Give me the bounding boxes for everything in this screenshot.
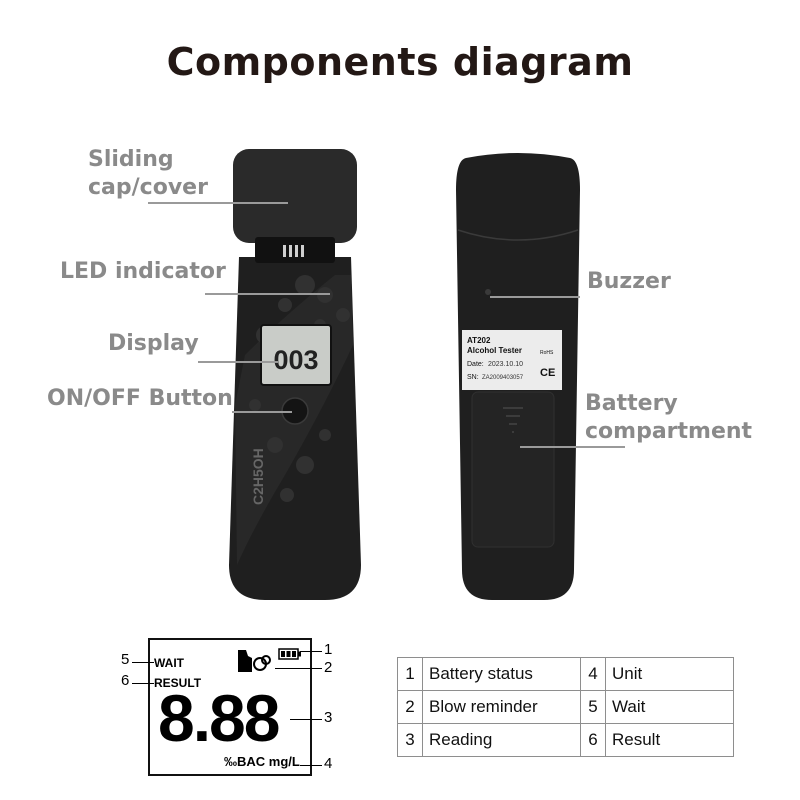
callout-buzzer: Buzzer	[587, 269, 671, 294]
label-3: 3	[324, 709, 333, 726]
label-2: 2	[324, 659, 333, 676]
battery-cover	[471, 391, 555, 548]
label-6: 6	[121, 672, 130, 689]
table-row: 2 Blow reminder 5 Wait	[397, 690, 734, 724]
callout-display: Display	[108, 331, 199, 356]
svg-text:2023.10.10: 2023.10.10	[488, 361, 523, 368]
lcd-segment-diagram: WAIT RESULT 8.88 ‰BAC mg/L	[148, 638, 312, 776]
callout-sliding-cap: Sliding cap/cover	[88, 147, 208, 200]
page-title: Components diagram	[166, 40, 634, 84]
product-label	[462, 330, 562, 390]
leader-led-indicator	[205, 293, 330, 295]
sliding-cap	[233, 149, 357, 243]
svg-text:CE: CE	[540, 367, 555, 379]
lcd-result: RESULT	[154, 676, 202, 690]
buzzer-hole	[485, 289, 491, 295]
lcd-reading: 003	[273, 345, 318, 375]
leader-buzzer	[490, 296, 580, 298]
table-row: 3 Reading 6 Result	[397, 723, 734, 757]
svg-text:ZA2009403057: ZA2009403057	[482, 375, 524, 381]
label-5: 5	[121, 651, 130, 668]
blow-reminder-icon	[238, 650, 271, 672]
breathalyzer-back: AT202 Alcohol Tester Date: 2023.10.10 SN…	[456, 153, 580, 600]
callout-battery-compartment: Battery compartment	[585, 391, 753, 444]
label-4: 4	[324, 755, 333, 772]
lcd-wait: WAIT	[154, 656, 184, 670]
breathalyzer-front: 003 C2H5OH	[229, 149, 361, 600]
svg-text:AT202: AT202	[467, 336, 491, 345]
leader-sliding-cap	[148, 202, 288, 204]
label-1: 1	[324, 641, 333, 658]
svg-text:Alcohol Tester: Alcohol Tester	[467, 346, 522, 355]
leader-battery-compartment	[520, 446, 625, 448]
lcd-units: ‰BAC mg/L	[224, 754, 300, 769]
leader-display	[198, 361, 278, 363]
svg-text:SN:: SN:	[467, 374, 479, 381]
svg-text:Date:: Date:	[467, 361, 484, 368]
leader-on-off-button	[232, 411, 292, 413]
battery-icon	[278, 648, 301, 660]
legend-table: 1 Battery status 4 Unit 2 Blow reminder …	[397, 657, 734, 757]
sensor-vents	[283, 245, 304, 257]
callout-led-indicator: LED indicator	[60, 259, 226, 284]
table-row: 1 Battery status 4 Unit	[397, 657, 734, 691]
callout-on-off-button: ON/OFF Button	[47, 386, 233, 411]
lcd-digits: 8.88	[158, 681, 280, 755]
lcd-screen	[260, 324, 332, 386]
formula-text: C2H5OH	[250, 448, 266, 505]
svg-text:RoHS: RoHS	[540, 350, 554, 356]
